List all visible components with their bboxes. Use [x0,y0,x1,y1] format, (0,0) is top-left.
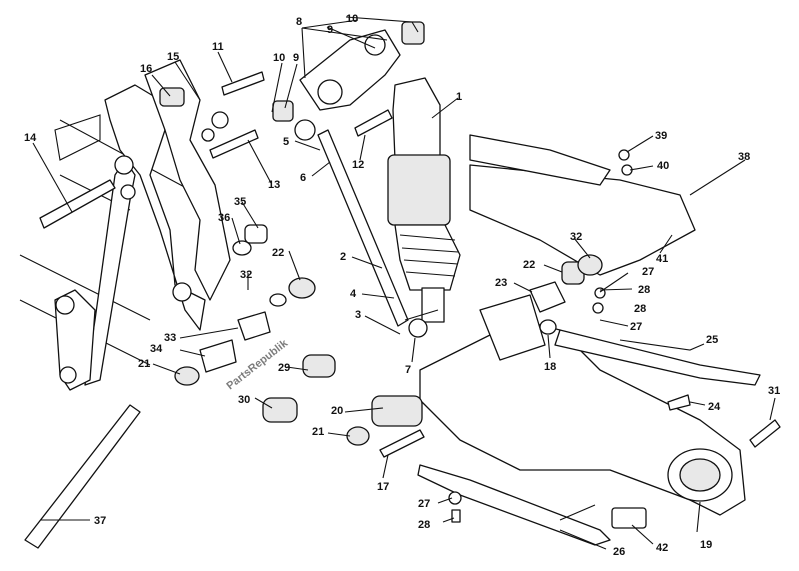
rocker-linkage [272,21,425,122]
callout-10-lower: 10 [273,52,285,64]
callout-21-lower: 21 [312,426,324,438]
callout-28-upper: 28 [638,284,650,296]
callout-35: 35 [234,196,246,208]
small-hardware [39,71,781,529]
swingarm [419,294,746,516]
leader-lines [32,16,776,550]
callout-28-middle: 28 [634,303,646,315]
callout-24: 24 [708,401,721,413]
callout-18: 18 [544,361,556,373]
callout-16: 16 [140,63,152,75]
callout-40: 40 [657,160,669,172]
callout-11: 11 [212,41,224,53]
frame [19,59,231,391]
swingarm-spindle [24,404,141,549]
callout-33: 33 [164,332,176,344]
callout-2: 2 [340,251,346,263]
callout-10-upper: 10 [346,13,358,25]
tie-rod [294,119,428,338]
callout-25: 25 [706,334,718,346]
shock-absorber [387,77,461,323]
callout-27-upper: 27 [642,266,654,278]
callout-6: 6 [300,172,306,184]
callout-31: 31 [768,385,780,397]
callout-26: 26 [613,546,625,558]
callout-20: 20 [331,405,343,417]
callout-14: 14 [24,132,37,144]
callout-23: 23 [495,277,507,289]
callout-13: 13 [268,179,280,191]
callout-19: 19 [700,539,712,551]
callout-30: 30 [238,394,250,406]
callout-42: 42 [656,542,668,554]
callout-5: 5 [283,136,289,148]
callout-32-left: 32 [240,269,252,281]
callout-34: 34 [150,343,163,355]
callout-12: 12 [352,159,364,171]
callout-41: 41 [656,253,668,265]
callout-21-upper: 21 [138,358,150,370]
callout-3: 3 [355,309,361,321]
callout-9-upper: 9 [327,24,333,36]
callout-27-middle: 27 [630,321,642,333]
callout-37: 37 [94,515,106,527]
callout-36: 36 [218,212,230,224]
callout-17: 17 [377,481,389,493]
callouts: 1 2 3 4 5 6 7 8 9 9 10 10 11 12 13 14 15… [24,13,780,558]
callout-28-lower: 28 [418,519,430,531]
callout-1: 1 [456,91,462,103]
callout-22-right: 22 [523,259,535,271]
callout-9-lower: 9 [293,52,299,64]
callout-8: 8 [296,16,302,28]
callout-4: 4 [350,288,357,300]
lower-chain-slider [417,464,611,546]
callout-29: 29 [278,362,290,374]
callout-15: 15 [167,51,179,63]
callout-7: 7 [405,364,411,376]
chain-slider [554,329,761,386]
callout-22-left: 22 [272,247,284,259]
callout-39: 39 [655,130,667,142]
callout-38: 38 [738,151,750,163]
callout-27-lower: 27 [418,498,430,510]
callout-32-right: 32 [570,231,582,243]
chain-guard [469,134,696,276]
